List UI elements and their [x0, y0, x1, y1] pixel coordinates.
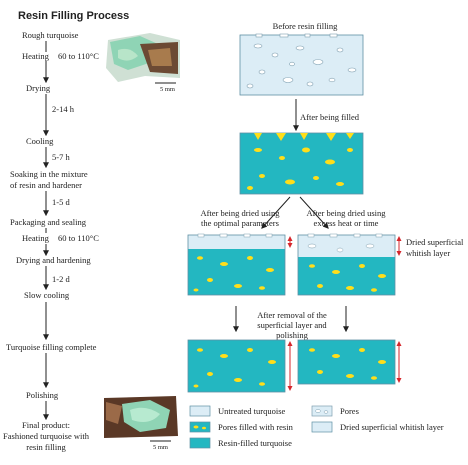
step-drying-hardening: Drying and hardening [16, 255, 91, 265]
edge-label-heating-1: 60 to 110°C [58, 51, 99, 61]
label-removal-line1: After removal of the [257, 310, 327, 320]
label-excess-line1: After being dried using [306, 208, 386, 218]
legend: Untreated turquoise Pores filled with re… [189, 405, 444, 449]
legend-swatch-resin-filled [189, 437, 211, 449]
arrow-to-optimal [261, 196, 291, 229]
edge-label-drying-hardening: 1-2 d [52, 274, 70, 284]
legend-untreated: Untreated turquoise [218, 406, 285, 416]
step-final-line2: Fashioned turquoise with [3, 431, 90, 441]
label-removal-line3: polishing [276, 330, 308, 340]
figure-title: Resin Filling Process [18, 10, 129, 22]
step-cooling: Cooling [26, 136, 54, 146]
block-excess-dried [297, 233, 402, 296]
edge-label-drying: 2-14 h [52, 104, 75, 114]
label-excess-line2: excess heat or time [314, 218, 379, 228]
label-dried-layer-line1: Dried superficial [406, 237, 464, 247]
step-drying: Drying [26, 83, 51, 93]
block-optimal-polished [187, 339, 293, 393]
legend-swatch-dried-layer [311, 421, 333, 433]
step-heating-2: Heating [22, 233, 50, 243]
block-optimal-dried [187, 233, 293, 296]
edge-label-cooling: 5-7 h [52, 152, 70, 162]
step-soaking-line1: Soaking in the mixture [10, 169, 88, 179]
process-flowchart: Rough turquoise Heating 60 to 110°C Dryi… [3, 30, 99, 452]
legend-pores-filled: Pores filled with resin [218, 422, 294, 432]
step-rough-turquoise: Rough turquoise [22, 30, 79, 40]
legend-dried-layer: Dried superficial whitish layer [340, 422, 444, 432]
edge-label-heating-2: 60 to 110°C [58, 233, 99, 243]
arrow-to-excess [299, 196, 329, 229]
legend-pores: Pores [340, 406, 359, 416]
legend-swatch-pores [311, 405, 333, 417]
edge-label-soaking: 1-5 d [52, 197, 70, 207]
step-soaking-line2: of resin and hardener [10, 180, 82, 190]
step-heating-1: Heating [22, 51, 50, 61]
step-slow-cooling: Slow cooling [24, 290, 70, 300]
block-excess-polished [297, 339, 402, 385]
label-after-filled: After being filled [300, 112, 360, 122]
legend-resin-filled: Resin-filled turquoise [218, 438, 292, 448]
legend-swatch-untreated [189, 405, 211, 417]
rough-turquoise-photo: 5 mm [106, 33, 180, 93]
scale-label-top: 5 mm [160, 86, 175, 93]
block-filled [239, 132, 364, 195]
label-optimal-line2: the optimal parameters [201, 218, 279, 228]
scale-label-bottom: 5 mm [153, 444, 168, 451]
step-final-line1: Final product: [22, 420, 70, 430]
step-final-line3: resin filling [26, 442, 66, 452]
label-removal-line2: superficial layer and [257, 320, 327, 330]
final-product-photo: 5 mm [104, 396, 178, 451]
step-packaging: Packaging and sealing [10, 217, 87, 227]
legend-swatch-pores-filled [189, 421, 211, 433]
label-dried-layer-line2: whitish layer [406, 248, 450, 258]
label-optimal-line1: After being dried using [200, 208, 280, 218]
step-filling-complete: Turquoise filling complete [6, 342, 97, 352]
block-untreated [239, 33, 364, 96]
step-polishing: Polishing [26, 390, 59, 400]
label-before-filling: Before resin filling [273, 21, 338, 31]
